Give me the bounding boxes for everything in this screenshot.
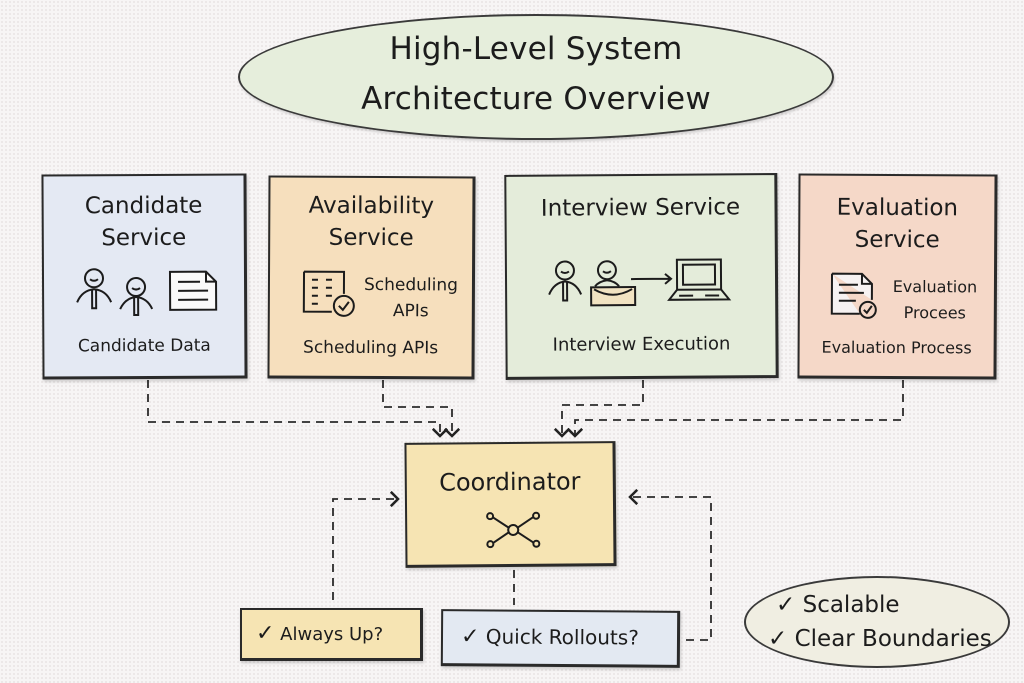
diagram-title: High-Level System Architecture Overview	[238, 24, 834, 124]
person-icon	[76, 268, 113, 310]
person-icon	[548, 260, 583, 302]
always-up-box[interactable]: ✓ Always Up?	[240, 608, 423, 661]
coordinator-title: Coordinator	[438, 467, 581, 497]
summary-item-scalable: ✓ Scalable	[776, 592, 900, 618]
title-line-2: Architecture Overview	[361, 81, 711, 117]
coordinator-box[interactable]: Coordinator	[404, 441, 617, 568]
evaluation-service-box[interactable]: Evaluation Service Evaluation Procees Ev…	[797, 173, 998, 380]
quick-rollouts-label: ✓ Quick Rollouts?	[460, 624, 639, 650]
connector-evaluation-to-coordinator	[566, 380, 904, 438]
evaluation-side-label: Evaluation Procees	[892, 276, 978, 323]
calendar-check-icon	[302, 270, 355, 317]
interview-service-title: Interview Service	[540, 194, 741, 222]
connector-alwaysup-to-coordinator	[332, 490, 400, 600]
document-check-icon	[830, 272, 877, 319]
evaluation-service-title: Evaluation Service	[836, 194, 959, 254]
person-icon	[119, 277, 154, 317]
checkmark-icon: ✓	[256, 621, 275, 646]
candidate-service-box[interactable]: Candidate Service Candidate Data	[41, 173, 248, 380]
person-at-desk-icon	[590, 260, 637, 307]
availability-service-box[interactable]: Availability Service Scheduling APIs Sch…	[267, 175, 476, 380]
checkmark-icon: ✓	[768, 626, 788, 652]
availability-side-label: Scheduling APIs	[363, 274, 458, 322]
summary-ellipse	[744, 576, 1010, 668]
candidate-service-caption: Candidate Data	[77, 335, 211, 357]
always-up-label: ✓ Always Up?	[256, 621, 384, 646]
interview-service-caption: Interview Execution	[552, 333, 731, 356]
connector-candidate-to-coordinator	[147, 380, 449, 438]
evaluation-service-caption: Evaluation Process	[821, 337, 972, 358]
network-hub-icon	[486, 511, 541, 549]
connector-interview-to-coordinator	[553, 380, 644, 438]
document-icon	[168, 270, 218, 311]
title-line-1: High-Level System	[389, 31, 683, 67]
availability-service-caption: Scheduling APIs	[303, 337, 439, 359]
checkmark-icon: ✓	[776, 592, 796, 618]
arrow-right-icon	[631, 273, 673, 285]
laptop-icon	[667, 258, 732, 301]
interview-service-box[interactable]: Interview Service Interview Execu	[504, 173, 779, 380]
summary-item-clear-boundaries: ✓ Clear Boundaries	[768, 626, 992, 652]
availability-service-title: Availability Service	[308, 192, 435, 252]
checkmark-icon: ✓	[460, 624, 480, 650]
connector-availability-to-coordinator	[382, 380, 461, 438]
candidate-service-title: Candidate Service	[84, 192, 203, 252]
quick-rollouts-box[interactable]: ✓ Quick Rollouts?	[440, 609, 681, 668]
title-ellipse	[238, 14, 834, 140]
